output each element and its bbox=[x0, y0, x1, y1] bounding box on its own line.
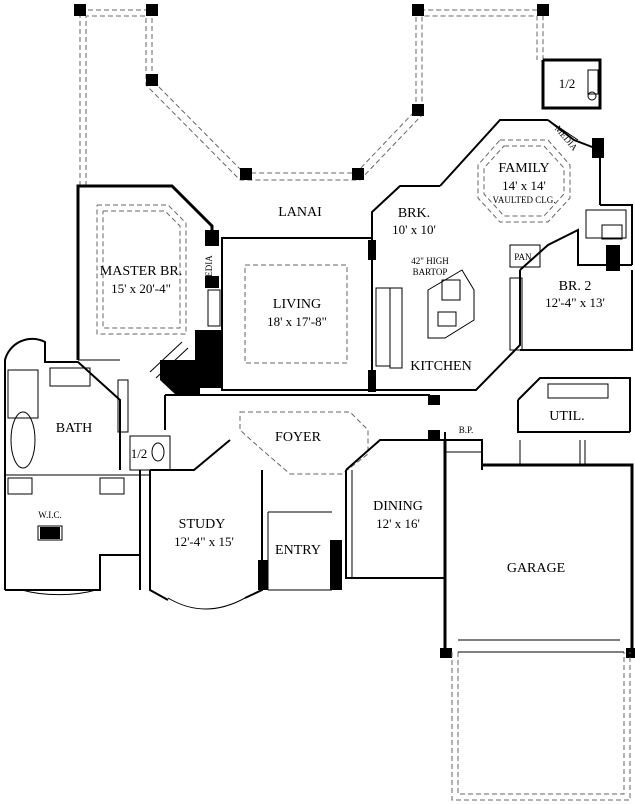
label-family-dim: 14' x 14' bbox=[502, 178, 546, 193]
label-half-top: 1/2 bbox=[559, 76, 576, 91]
label-pan: PAN. bbox=[514, 252, 533, 262]
label-family-note: VAULTED CLG. bbox=[492, 195, 555, 205]
label-master-name: MASTER BR. bbox=[100, 264, 182, 279]
label-media-left: MEDIA bbox=[204, 255, 214, 285]
label-brk-dim: 10' x 10' bbox=[392, 222, 436, 237]
label-lanai: LANAI bbox=[278, 205, 322, 220]
garage-walls bbox=[440, 440, 635, 801]
half-bath-left-walls bbox=[129, 435, 171, 471]
label-brk-name: BRK. bbox=[398, 206, 430, 221]
label-bartop-line2: BARTOP bbox=[413, 267, 448, 277]
label-garage: GARAGE bbox=[507, 561, 565, 576]
label-half-left: 1/2 bbox=[131, 446, 148, 461]
bp-walls bbox=[444, 432, 483, 470]
label-entry: ENTRY bbox=[275, 543, 321, 558]
label-living-name: LIVING bbox=[273, 297, 321, 312]
label-bp: B.P. bbox=[459, 425, 474, 435]
foyer-walls bbox=[164, 394, 440, 475]
label-family-name: FAMILY bbox=[498, 161, 549, 176]
family-media-walls bbox=[541, 58, 633, 265]
dining-walls bbox=[345, 439, 445, 579]
label-bath: BATH bbox=[56, 421, 93, 436]
label-util: UTIL. bbox=[549, 409, 584, 424]
bath-walls bbox=[4, 337, 150, 596]
pantry-br2-walls bbox=[509, 224, 633, 351]
label-study-dim: 12'-4" x 15' bbox=[174, 534, 234, 549]
entry-walls bbox=[267, 511, 342, 591]
lanai-outline bbox=[74, 4, 549, 186]
label-kitchen: KITCHEN bbox=[410, 359, 471, 374]
label-foyer: FOYER bbox=[275, 430, 322, 445]
label-wic: W.I.C. bbox=[38, 510, 61, 520]
utility-walls bbox=[517, 377, 631, 466]
master-bedroom-walls bbox=[76, 184, 223, 395]
label-bartop-line1: 42" HIGH bbox=[411, 256, 449, 266]
label-br2-name: BR. 2 bbox=[559, 279, 592, 294]
label-dining-dim: 12' x 16' bbox=[376, 516, 420, 531]
label-master-dim: 15' x 20'-4" bbox=[111, 281, 171, 296]
label-study-name: STUDY bbox=[179, 517, 226, 532]
label-dining-name: DINING bbox=[373, 499, 423, 514]
label-br2-dim: 12'-4" x 13' bbox=[545, 295, 605, 310]
kitchen-breakfast-walls bbox=[371, 119, 571, 391]
label-living-dim: 18' x 17'-8" bbox=[267, 314, 327, 329]
